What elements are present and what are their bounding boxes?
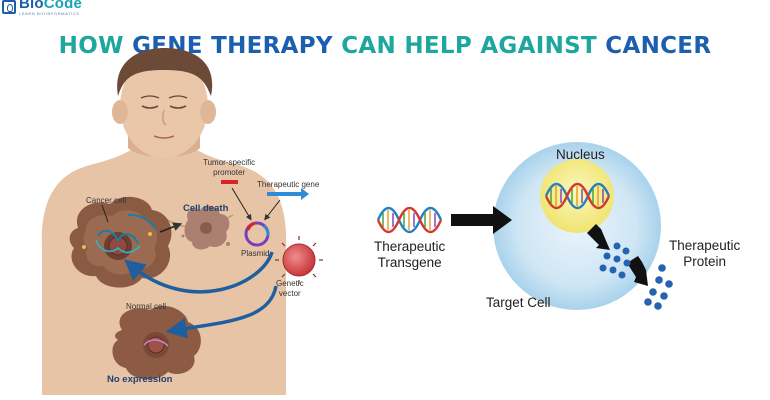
gene-arrow-icon	[301, 188, 309, 200]
dead-cell	[181, 205, 230, 250]
cancer-cell-label: Cancer cell	[86, 196, 127, 205]
nucleus-dna-icon	[544, 182, 611, 210]
plasmid-label: Plasmid	[241, 249, 270, 258]
protein-cluster-outer	[644, 264, 673, 310]
normal-cell-label: Normal cell	[126, 302, 167, 311]
no-expression-label: No expression	[107, 374, 173, 385]
logo-name: BioCode	[19, 0, 83, 12]
cell-death-label: Cell death	[183, 203, 229, 214]
therapeutic-gene-label: Therapeutic gene	[257, 180, 320, 189]
tumor-promoter-label: Tumor-specific promoter	[203, 158, 256, 177]
genetic-vector-label: Genetic vector	[276, 279, 304, 298]
page-title: HOW GENE THERAPY CAN HELP AGAINST CANCER	[58, 33, 712, 59]
expression-arrow-icon	[587, 224, 610, 250]
transgene-arrow-icon	[451, 206, 512, 234]
delivery-arrow-normal	[165, 285, 278, 339]
protein-arrow-icon	[627, 256, 648, 286]
biocode-logo: BioCode LEARN BIOINFORMATICS	[2, 0, 82, 18]
protein-cluster-inner	[599, 242, 631, 279]
therapeutic-protein-label: Therapeutic Protein	[669, 238, 741, 269]
plasmid-icon	[244, 221, 270, 247]
transgene-dna-icon	[376, 206, 443, 234]
genetic-vector-icon	[275, 236, 323, 284]
nucleus-label: Nucleus	[556, 147, 605, 162]
therapeutic-gene-bar	[267, 192, 301, 196]
logo-tagline: LEARN BIOINFORMATICS	[19, 11, 80, 16]
therapeutic-transgene-label: Therapeutic Transgene	[374, 239, 446, 270]
delivery-arrow-cancer	[123, 251, 274, 294]
logo-icon	[2, 0, 16, 14]
target-cell-label: Target Cell	[486, 295, 551, 310]
promoter-bar	[221, 180, 238, 184]
